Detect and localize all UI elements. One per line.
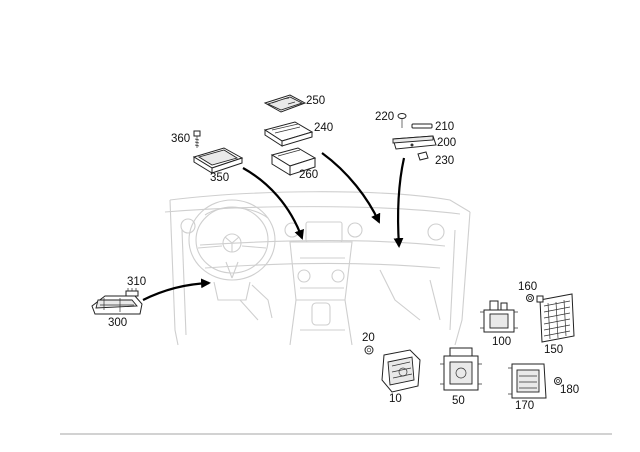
callout-260: 260 (299, 169, 318, 181)
part-200-module (392, 135, 437, 150)
callout-labels: 250 240 260 360 350 220 210 200 230 310 … (108, 95, 579, 412)
callout-360: 360 (171, 133, 190, 145)
part-250-module (263, 94, 307, 113)
callout-180: 180 (560, 384, 579, 396)
callout-200: 200 (437, 137, 456, 149)
callout-240: 240 (314, 122, 333, 134)
part-300-module (91, 295, 143, 315)
part-180-nut (554, 377, 562, 385)
part-100-control-unit (480, 300, 518, 333)
callout-210: 210 (435, 121, 454, 133)
callout-350: 350 (210, 172, 229, 184)
callout-300: 300 (108, 317, 127, 329)
callout-170: 170 (515, 400, 534, 412)
callout-10: 10 (389, 393, 402, 405)
part-10-control-unit (381, 349, 421, 393)
part-160-nut (526, 294, 534, 302)
vehicle-interior-outline (164, 191, 471, 346)
callout-310: 310 (127, 276, 146, 288)
center-console (289, 221, 353, 346)
part-20-nut (364, 345, 374, 355)
callout-230: 230 (435, 155, 454, 167)
part-240-module (263, 121, 314, 147)
pointer-arrows (142, 152, 406, 301)
part-150-amplifier (536, 293, 575, 343)
part-350-module (192, 147, 244, 174)
callout-250: 250 (306, 95, 325, 107)
callout-220: 220 (375, 111, 394, 123)
part-260-bracket (270, 147, 317, 176)
part-220-screw (397, 113, 407, 128)
part-310-connector (125, 288, 139, 297)
callout-50: 50 (452, 395, 465, 407)
part-360-screw (193, 130, 201, 148)
part-50-control-unit (440, 347, 482, 391)
part-210-cover (411, 123, 433, 129)
part-170-control-unit (508, 363, 547, 399)
callout-20: 20 (362, 332, 375, 344)
part-230-clip (417, 151, 429, 161)
callout-150: 150 (544, 344, 563, 356)
callout-100: 100 (492, 336, 511, 348)
steering-wheel (188, 199, 276, 301)
callout-160: 160 (518, 281, 537, 293)
